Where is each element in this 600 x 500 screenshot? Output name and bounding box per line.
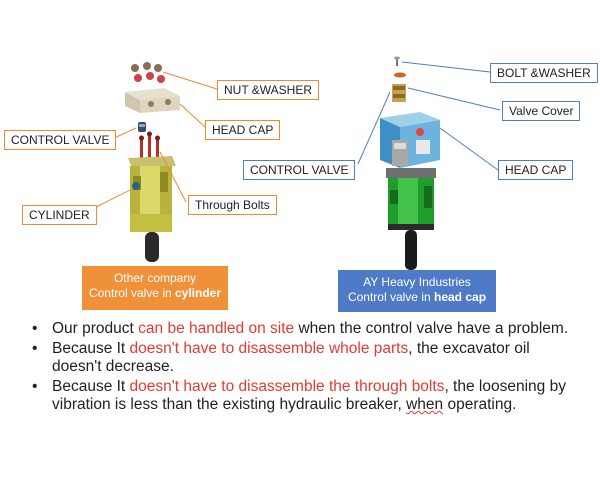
- label-right-head-cap: HEAD CAP: [498, 160, 574, 180]
- right-valve-cover-icon: [392, 84, 406, 102]
- benefit-text: when the control valve have a problem.: [294, 320, 569, 337]
- left-nuts-icon: [131, 62, 165, 83]
- label-nut-washer: NUT &WASHER: [217, 80, 320, 100]
- left-cylinder-icon: [128, 156, 176, 262]
- benefit-text: Because It: [52, 378, 130, 395]
- right-caption-company: AY Heavy Industries: [363, 275, 471, 289]
- benefit-list: • Our product can be handled on site whe…: [30, 320, 575, 416]
- label-right-control-valve: CONTROL VALVE: [243, 160, 356, 180]
- label-left-head-cap: HEAD CAP: [205, 120, 281, 140]
- benefit-text: , the excavator oil doesn't decrease.: [52, 340, 530, 375]
- benefit-emphasis: can be handled on site: [138, 320, 295, 337]
- left-through-bolts-icon: [139, 131, 160, 160]
- left-control-valve-icon: [138, 122, 146, 132]
- right-head-cap-icon: [380, 112, 440, 168]
- label-through-bolts: Through Bolts: [188, 195, 277, 215]
- label-cylinder: CYLINDER: [22, 205, 97, 225]
- left-caption-prefix: Control valve in: [88, 286, 175, 300]
- left-caption-company: Other company: [113, 271, 197, 285]
- right-leader-lines: [357, 61, 501, 171]
- benefit-text: operating.: [443, 396, 517, 413]
- left-caption-detail: Control valve in cylinder: [82, 286, 228, 301]
- left-caption-box: Other company Control valve in cylinder: [82, 266, 228, 310]
- benefit-spellcheck-word: when: [406, 396, 444, 413]
- benefit-item: • Because It doesn't have to disassemble…: [30, 378, 575, 414]
- right-cylinder-icon: [386, 168, 436, 270]
- bullet-dot-icon: •: [32, 378, 38, 395]
- benefit-emphasis: doesn't have to disassemble whole parts: [129, 340, 409, 357]
- benefit-emphasis: doesn't have to disassemble the through …: [129, 378, 445, 395]
- left-caption-bold: cylinder: [175, 286, 222, 300]
- right-caption-box: AY Heavy Industries Control valve in hea…: [338, 270, 496, 312]
- bullet-dot-icon: •: [32, 320, 38, 337]
- benefit-text: Our product: [52, 320, 139, 337]
- benefit-text: Because It: [52, 340, 130, 357]
- left-head-cap-icon: [125, 88, 180, 113]
- benefit-item: • Our product can be handled on site whe…: [30, 320, 575, 338]
- left-breaker-illustration: [125, 62, 180, 262]
- label-left-control-valve: CONTROL VALVE: [4, 130, 117, 150]
- right-caption-prefix: Control valve in: [347, 290, 434, 304]
- right-caption-detail: Control valve in head cap: [338, 290, 496, 305]
- label-valve-cover: Valve Cover: [502, 101, 581, 121]
- benefit-item: • Because It doesn't have to disassemble…: [30, 340, 575, 376]
- right-breaker-illustration: [380, 56, 440, 270]
- right-bolt-icon: [394, 56, 406, 78]
- label-bolt-washer: BOLT &WASHER: [490, 63, 598, 83]
- right-caption-bold: head cap: [434, 290, 487, 304]
- benefit-text: , the loosening by vibration is less tha…: [52, 378, 566, 413]
- bullet-dot-icon: •: [32, 340, 38, 357]
